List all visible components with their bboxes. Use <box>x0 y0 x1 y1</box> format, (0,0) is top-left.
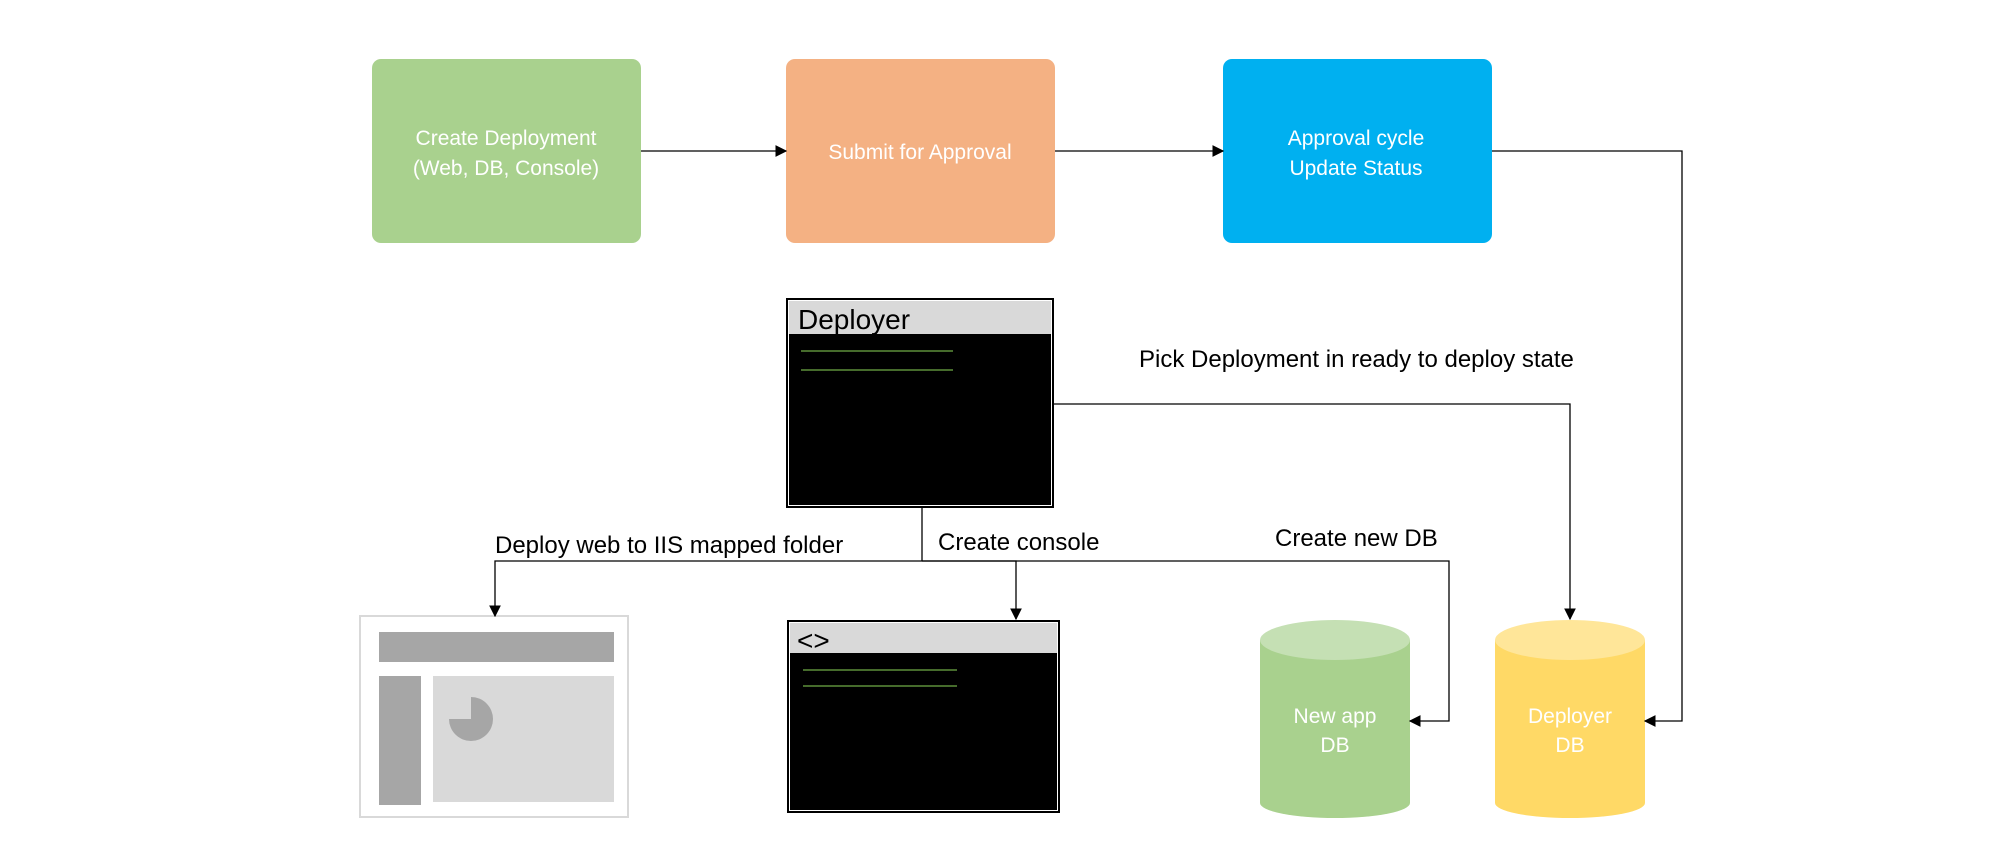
pick-deployment-label: Pick Deployment in ready to deploy state <box>1139 346 1574 373</box>
create-console-arrow <box>922 560 1022 621</box>
create-deployment-label: Create Deployment <box>416 127 597 150</box>
create-deployment-node: Create Deployment (Web, DB, Console) <box>372 59 641 243</box>
deployer-window-title: Deployer <box>798 304 910 335</box>
connectors <box>489 145 1683 727</box>
approval-cycle-node: Approval cycle Update Status <box>1223 59 1492 243</box>
deployer-db-label: Deployer <box>1528 705 1612 728</box>
web-page-icon <box>359 615 629 818</box>
deployer-db-sublabel: DB <box>1555 734 1584 757</box>
deployer-to-deployer-db-arrow <box>1053 403 1576 621</box>
update-status-label: Update Status <box>1289 157 1422 180</box>
new-app-db-label: New app <box>1294 705 1377 728</box>
create-console-label: Create console <box>938 529 1099 556</box>
deployer-db-cylinder: Deployer DB <box>1495 620 1645 818</box>
create-deployment-sublabel: (Web, DB, Console) <box>413 157 599 180</box>
console-window-title: <> <box>797 625 830 656</box>
submit-for-approval-label: Submit for Approval <box>828 141 1011 164</box>
deployer-window: Deployer <box>786 298 1054 508</box>
create-db-label: Create new DB <box>1275 525 1438 552</box>
approval-cycle-label: Approval cycle <box>1288 127 1425 150</box>
submit-for-approval-node: Submit for Approval <box>786 59 1055 243</box>
deploy-web-label: Deploy web to IIS mapped folder <box>495 532 843 559</box>
pie-chart-icon <box>449 697 493 741</box>
new-app-db-cylinder: New app DB <box>1260 620 1410 818</box>
approval-to-deployer-db-arrow <box>1492 150 1683 727</box>
new-app-db-sublabel: DB <box>1320 734 1349 757</box>
console-window: <> <box>787 620 1060 813</box>
create-db-arrow <box>922 560 1450 727</box>
deploy-web-arrow <box>489 560 922 618</box>
